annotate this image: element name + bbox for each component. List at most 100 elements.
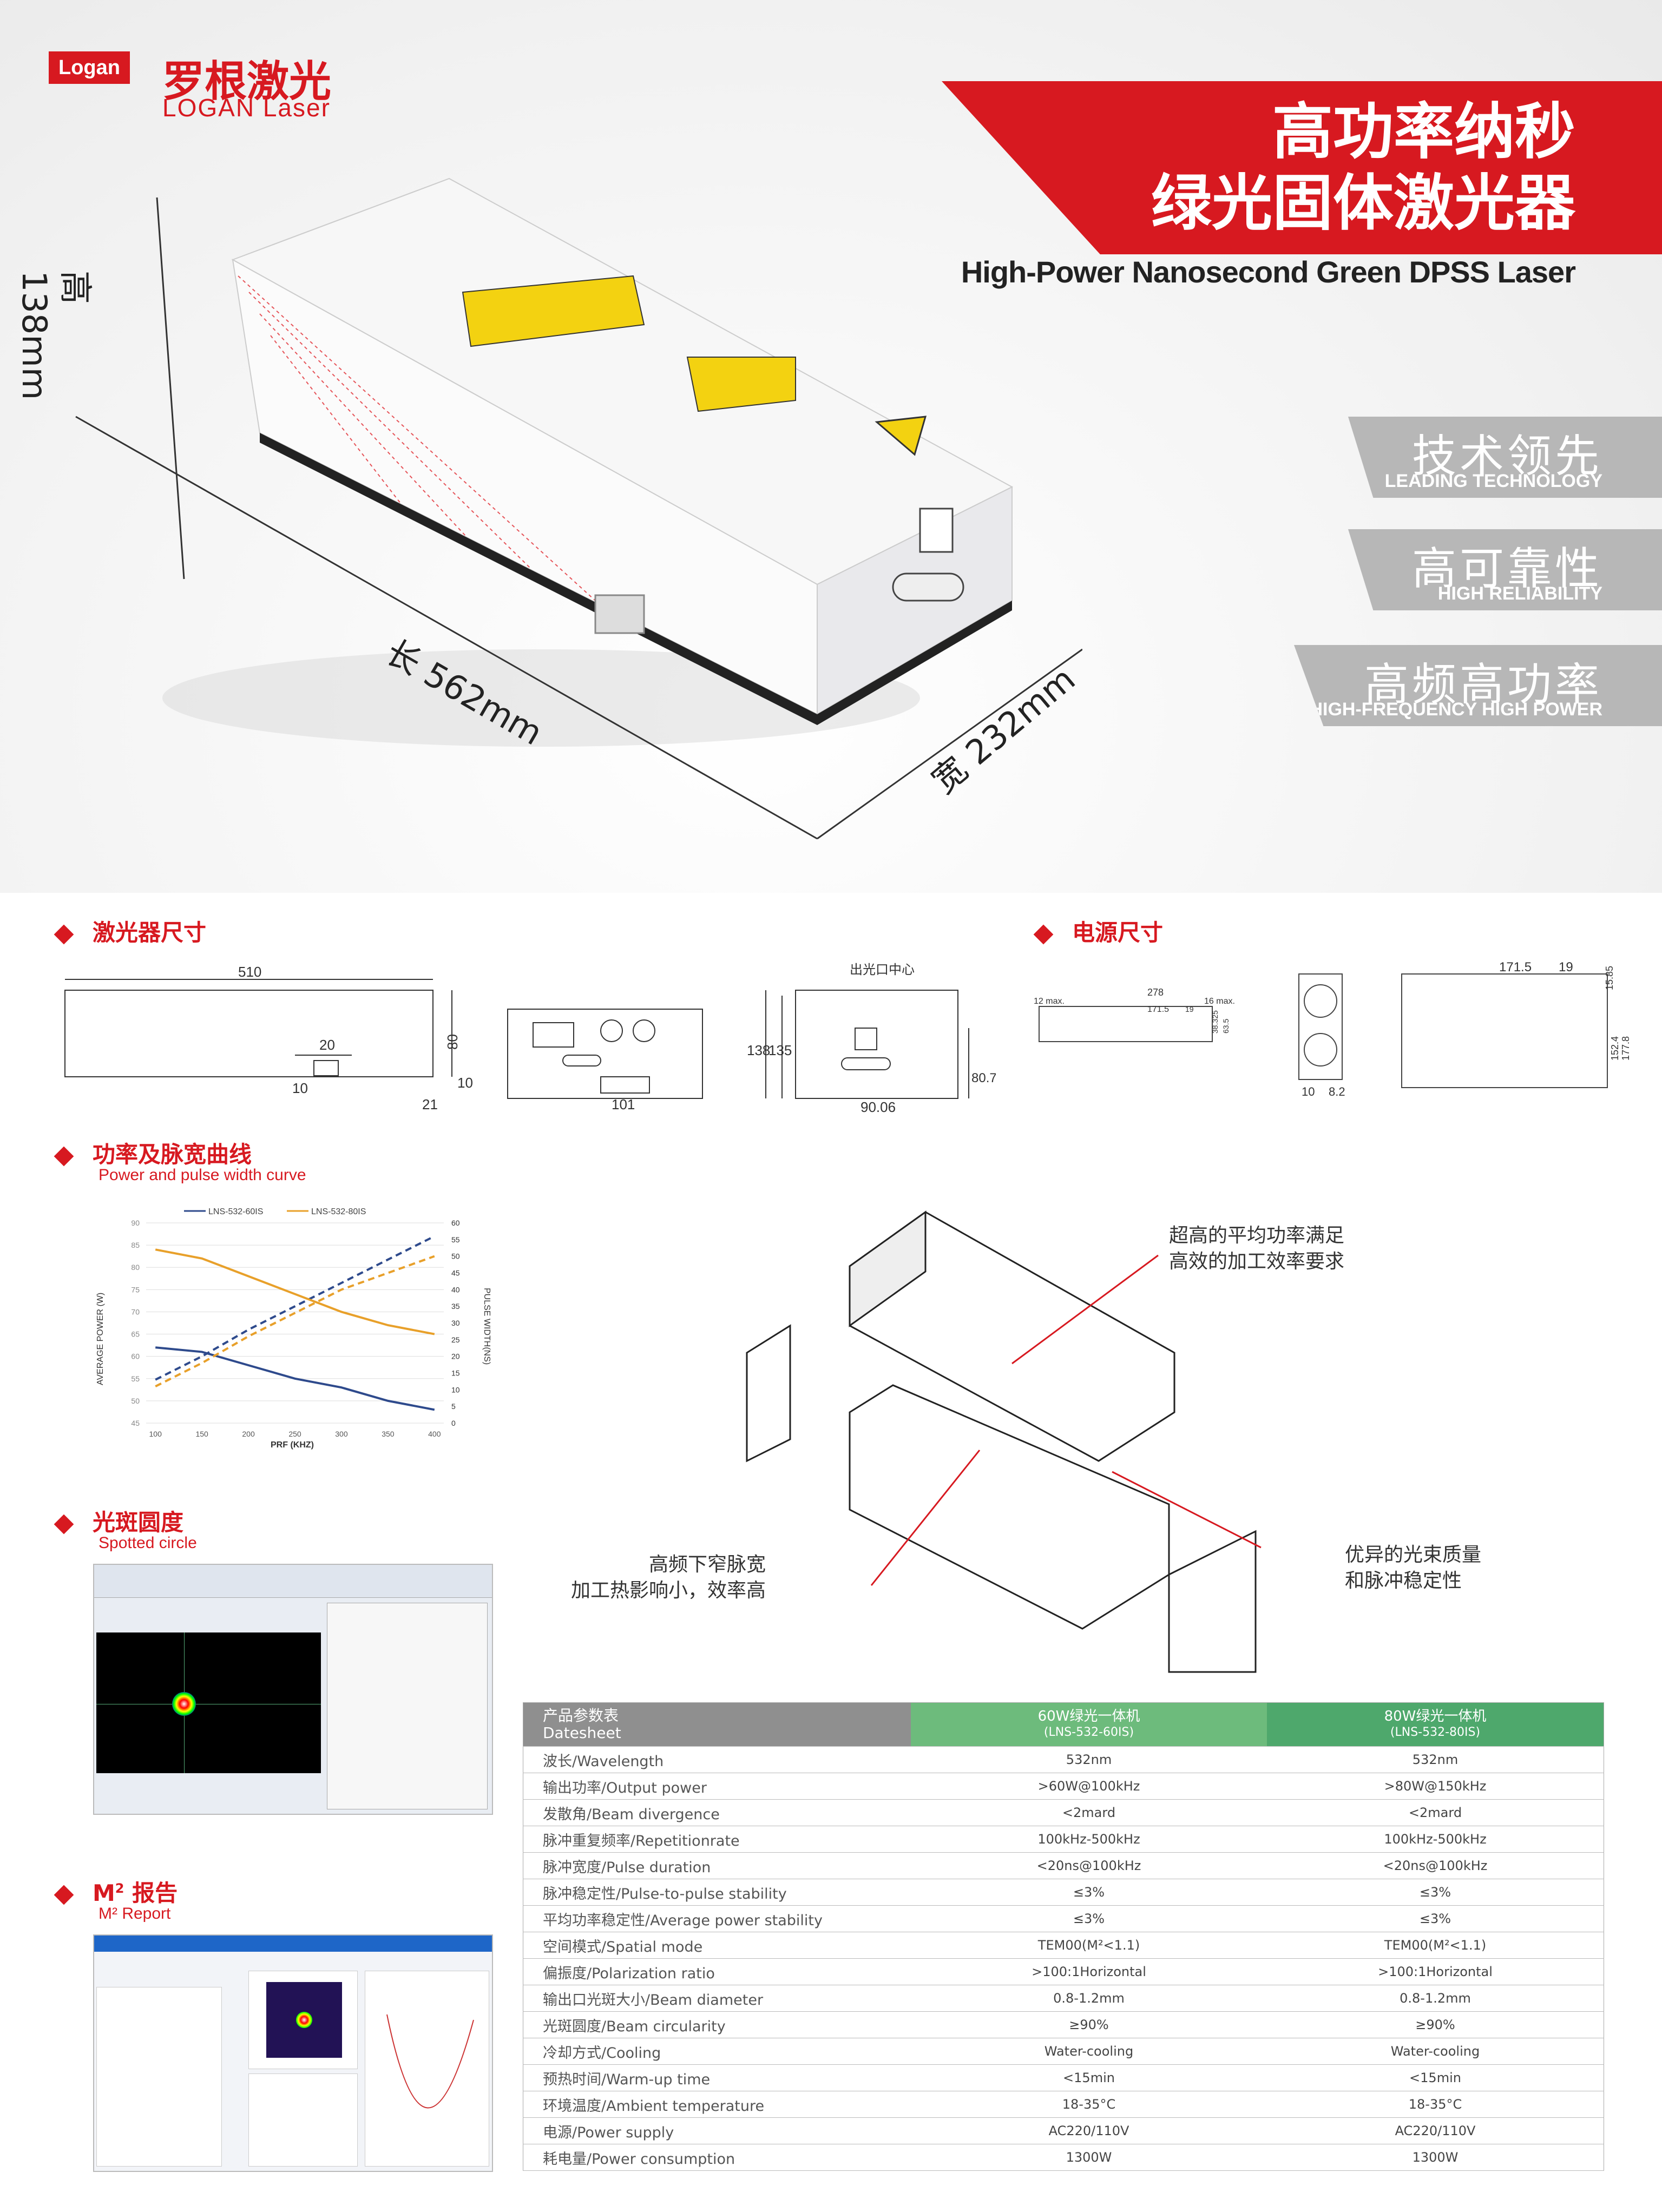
dim-510: 510 <box>238 964 261 980</box>
header-model-1-en: (LNS-532-60IS) <box>1043 1726 1134 1739</box>
psu-dim-10: 10 <box>1302 1085 1315 1098</box>
value-80is: ≥90% <box>1267 2011 1604 2038</box>
header-model-2-cn: 80W绿光一体机 <box>1384 1708 1487 1724</box>
y2-tick-label: 20 <box>451 1352 460 1361</box>
param-name: 冷却方式/Cooling <box>523 2038 911 2065</box>
param-name: 脉冲宽度/Pulse duration <box>523 1852 911 1879</box>
section-curve-en: Power and pulse width curve <box>98 1166 306 1184</box>
value-80is: 0.8-1.2mm <box>1267 1985 1604 2012</box>
psu-dim-278: 278 <box>1147 987 1164 998</box>
table-row: 输出功率/Output power>60W@100kHz>80W@150kHz <box>523 1773 1604 1800</box>
dim-90-06: 90.06 <box>860 1099 896 1115</box>
section-psu-size: 电源尺寸 <box>1033 914 1164 947</box>
series-line-2 <box>155 1248 435 1335</box>
value-60is: Water-cooling <box>911 2038 1267 2065</box>
value-60is: <2mard <box>911 1799 1267 1826</box>
table-row: 脉冲宽度/Pulse duration<20ns@100kHz<20ns@100… <box>523 1852 1604 1879</box>
value-80is: <20ns@100kHz <box>1267 1852 1604 1879</box>
series-line-1 <box>155 1235 435 1381</box>
feature-cn: 高频高功率 <box>1364 659 1602 710</box>
legend-60is: LNS-532-60IS <box>208 1207 263 1216</box>
value-80is: ≤3% <box>1267 1879 1604 1906</box>
value-80is: 100kHz-500kHz <box>1267 1826 1604 1853</box>
diamond-icon <box>54 1885 74 1905</box>
callout-top: 超高的平均功率满足 高效的加工效率要求 <box>1169 1223 1344 1275</box>
param-name: 环境温度/Ambient temperature <box>523 2091 911 2118</box>
psu-dim-8-2: 8.2 <box>1329 1085 1345 1098</box>
table-row: 偏振度/Polarization ratio>100:1Horizontal>1… <box>523 1958 1604 1985</box>
feature-cn: 高可靠性 <box>1411 543 1602 595</box>
y-tick-label: 75 <box>131 1285 140 1294</box>
header-model-1-cn: 60W绿光一体机 <box>1037 1708 1140 1724</box>
psu-dim-171-5: 171.5 <box>1147 1005 1169 1014</box>
x-tick-label: 250 <box>288 1430 301 1438</box>
psu-dimension-drawings: 12 max. 278 171.5 16 max. 19 38.325 63.5… <box>1034 960 1631 1098</box>
dim-10-a: 10 <box>292 1080 308 1096</box>
table-row: 平均功率稳定性/Average power stability≤3%≤3% <box>523 1905 1604 1932</box>
psu-dim-171-5b: 171.5 <box>1499 960 1532 975</box>
psu-dim-177: 177.8 <box>1620 1036 1631 1061</box>
value-60is: 1300W <box>911 2144 1267 2171</box>
feature-tag-technology: 技术领先 LEADING TECHNOLOGY <box>1348 417 1662 498</box>
value-60is: 100kHz-500kHz <box>911 1826 1267 1853</box>
y2-tick-label: 45 <box>451 1269 460 1278</box>
psu-dim-152: 152.4 <box>1610 1036 1620 1061</box>
section-title: 激光器尺寸 <box>93 919 207 946</box>
diamond-icon <box>54 1514 74 1534</box>
x-tick-label: 350 <box>382 1430 395 1438</box>
psu-dim-19b: 19 <box>1559 960 1573 975</box>
m2-software-screenshot <box>93 1934 493 2172</box>
spot-software-screenshot <box>93 1564 493 1815</box>
param-name: 脉冲重复频率/Repetitionrate <box>523 1826 911 1853</box>
software-toolbar <box>94 1565 492 1598</box>
x-tick-label: 100 <box>149 1430 162 1438</box>
y2-tick-label: 60 <box>451 1219 460 1227</box>
feature-cn: 技术领先 <box>1411 431 1602 482</box>
y2-tick-label: 30 <box>451 1319 460 1327</box>
value-80is: 18-35°C <box>1267 2091 1604 2118</box>
value-80is: 1300W <box>1267 2144 1604 2171</box>
value-80is: TEM00(M²<1.1) <box>1267 1932 1604 1959</box>
section-title: 光斑圆度 <box>93 1509 184 1536</box>
beam-panel <box>248 1971 358 2069</box>
value-60is: AC220/110V <box>911 2117 1267 2144</box>
page-subtitle: High-Power Nanosecond Green DPSS Laser <box>961 255 1576 289</box>
laser-dimension-drawings: 510 20 80 10 10 21 101 138 135 80.70 90.… <box>64 963 996 1115</box>
table-row: 预热时间/Warm-up time<15min<15min <box>523 2064 1604 2091</box>
callout-right: 优异的光束质量 和脉冲稳定性 <box>1345 1542 1481 1594</box>
y-tick-label: 70 <box>131 1307 140 1316</box>
value-80is: 532nm <box>1267 1746 1604 1773</box>
section-title: 功率及脉宽曲线 <box>93 1141 252 1168</box>
psu-dim-12: 12 max. <box>1034 997 1065 1006</box>
y-tick-label: 55 <box>131 1374 140 1383</box>
feature-en: LEADING TECHNOLOGY <box>1384 471 1602 491</box>
section-spot: 光斑圆度 <box>54 1504 184 1537</box>
feature-en: HIGH RELIABILITY <box>1437 583 1602 604</box>
dim-138: 138 <box>747 1042 770 1058</box>
table-row: 光斑圆度/Beam circularity≥90%≥90% <box>523 2011 1604 2038</box>
param-name: 偏振度/Polarization ratio <box>523 1958 911 1985</box>
param-name: 空间模式/Spatial mode <box>523 1932 911 1959</box>
section-title-sup: 2 <box>115 1881 124 1896</box>
section-title: 电源尺寸 <box>1072 919 1164 946</box>
diamond-icon <box>54 924 74 944</box>
y-tick-label: 65 <box>131 1330 140 1339</box>
header-param-cn: 产品参数表 <box>543 1707 619 1724</box>
y-tick-label: 60 <box>131 1352 140 1361</box>
section-title-m: M <box>93 1880 115 1906</box>
param-name: 耗电量/Power consumption <box>523 2144 911 2171</box>
value-60is: ≤3% <box>911 1879 1267 1906</box>
y-tick-label: 50 <box>131 1397 140 1405</box>
table-row: 发散角/Beam divergence<2mard<2mard <box>523 1799 1604 1826</box>
brand-name-cn: 罗根激光 <box>162 57 332 106</box>
x-tick-label: 200 <box>242 1430 255 1438</box>
section-m2-en: M² Report <box>98 1905 171 1923</box>
dim-80: 80 <box>444 1034 461 1050</box>
y2-tick-label: 15 <box>451 1369 460 1378</box>
dim-80-70: 80.70 <box>971 1071 996 1085</box>
feature-tag-high-frequency: 高频高功率 HIGH-FREQUENCY HIGH POWER <box>1294 645 1662 726</box>
